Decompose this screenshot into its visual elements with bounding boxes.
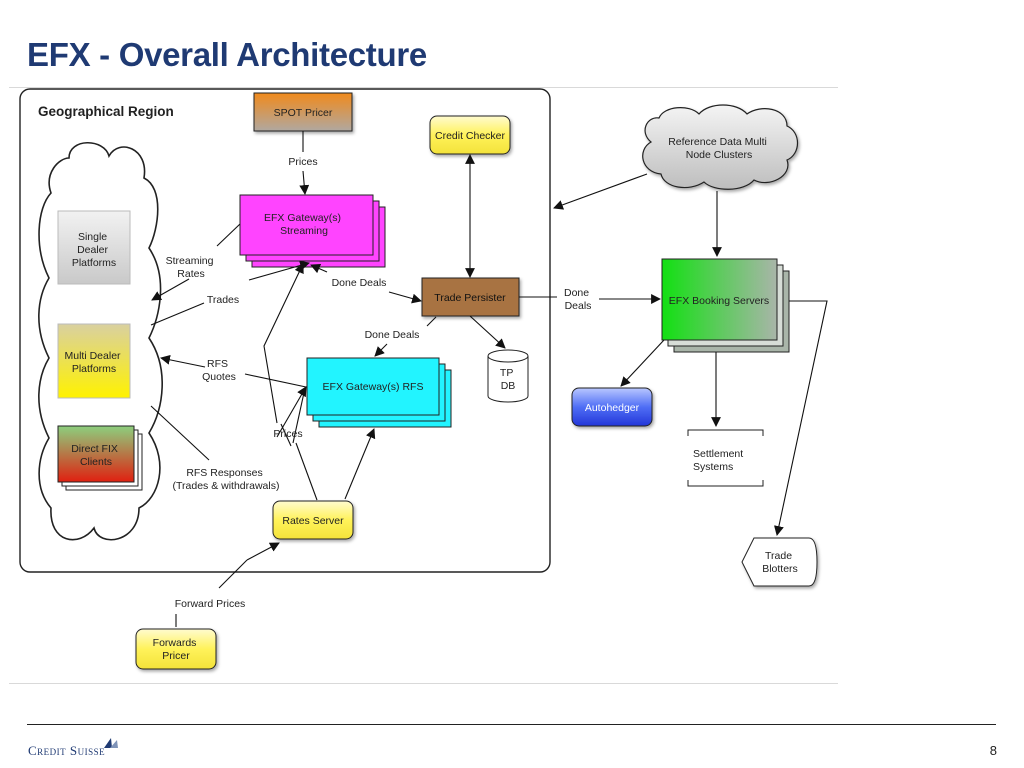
edge-done-deals-rfs-b [426, 316, 437, 327]
region-frame [19, 88, 551, 573]
edge-booking-autohedger [620, 339, 665, 387]
spot-pricer-node [253, 92, 353, 132]
edge-rfs-responses-b [276, 386, 307, 438]
edge-label-streaming-rates: Streaming Rates [166, 255, 217, 280]
edge-rates-rfs [344, 428, 376, 500]
autohedger-label: Autohedger [585, 402, 640, 414]
trade-persister-label: Trade Persister [434, 292, 506, 304]
rates-server-node [272, 500, 354, 540]
edge-rfs-responses-a [150, 405, 210, 461]
gateway-streaming-node [239, 194, 374, 256]
edge-rfs-quotes-b [160, 354, 206, 368]
credit-suisse-logo: Credit Suisse [28, 738, 118, 759]
tp-db-node [487, 349, 529, 403]
edge-streaming-a [216, 223, 241, 247]
gateway-streaming-label: EFX Gateway(s) Streaming [264, 212, 344, 237]
forwards-pricer-label: Forwards Pricer [153, 637, 200, 662]
direct-fix-label: Direct FIX Clients [71, 443, 121, 468]
multi-dealer-box [57, 323, 131, 399]
rates-server-label: Rates Server [282, 515, 344, 527]
edge-prices-rfs [292, 387, 306, 444]
edge-streaming-b [151, 278, 190, 301]
edge-forward-b [246, 542, 280, 561]
region-label: Geographical Region [38, 104, 174, 119]
edge-label-done-deals-1: Done Deals [332, 277, 387, 289]
trade-blotters-label: Trade Blotters [762, 550, 798, 575]
edge-persister-db [469, 315, 506, 349]
edge-spot-prices-b [299, 170, 310, 195]
trade-blotters-node [741, 537, 818, 587]
edge-label-done-deals-3: Done Deals [564, 287, 592, 312]
multi-dealer-label: Multi Dealer Platforms [65, 350, 124, 375]
autohedger-node [571, 387, 653, 427]
edge-rfs-quotes-a [244, 373, 307, 388]
edge-label-trades: Trades [207, 294, 239, 306]
page-number: 8 [989, 743, 997, 758]
architecture-diagram: Geographical Region Single Dealer Platfo… [19, 88, 828, 670]
logo-text: Credit Suisse [28, 743, 106, 758]
edge-prices-streaming [263, 263, 304, 424]
settlement-bracket [687, 429, 764, 487]
gateway-rfs-label: EFX Gateway(s) RFS [323, 381, 424, 393]
edge-booking-blotters [774, 300, 828, 536]
edge-label-done-deals-2: Done Deals [365, 329, 420, 341]
edge-label-prices-top: Prices [288, 156, 317, 168]
edge-label-prices-mid: Prices [273, 428, 302, 440]
reference-data-cloud [642, 104, 799, 190]
reference-data-label: Reference Data Multi Node Clusters [668, 136, 770, 161]
sails-icon [104, 738, 118, 748]
edge-done-deals-b [388, 291, 422, 304]
tp-db-label: TP DB [500, 367, 516, 392]
settlement-label: Settlement Systems [693, 448, 746, 473]
edge-prices-rates [295, 442, 318, 501]
credit-checker-node [429, 115, 511, 155]
edge-refdata-region [553, 173, 648, 210]
page-title: EFX - Overall Architecture [27, 36, 427, 73]
booking-servers-label: EFX Booking Servers [669, 295, 769, 307]
edge-done-deals-rfs [374, 343, 388, 357]
diagram-canvas: Geographical Region Single Dealer Platfo… [9, 87, 838, 684]
footer-rule [27, 724, 996, 725]
edge-trades-a [150, 302, 205, 326]
spot-pricer-label: SPOT Pricer [274, 107, 333, 119]
edge-label-rfs-quotes: RFS Quotes [202, 358, 236, 383]
booking-servers-node [661, 258, 778, 341]
gateway-rfs-node [306, 357, 440, 416]
trade-persister-node [421, 277, 520, 317]
single-dealer-label: Single Dealer Platforms [72, 231, 116, 269]
single-dealer-box [57, 210, 131, 285]
forwards-pricer-node [135, 628, 217, 670]
credit-checker-label: Credit Checker [435, 130, 506, 142]
edge-prices-mid-a [280, 423, 292, 447]
edge-label-rfs-responses: RFS Responses (Trades & withdrawals) [173, 467, 280, 492]
edge-label-forward-prices: Forward Prices [175, 598, 246, 610]
direct-fix-box [57, 425, 135, 483]
edge-done-deals-a [310, 264, 328, 274]
edge-forward-a [218, 559, 248, 589]
